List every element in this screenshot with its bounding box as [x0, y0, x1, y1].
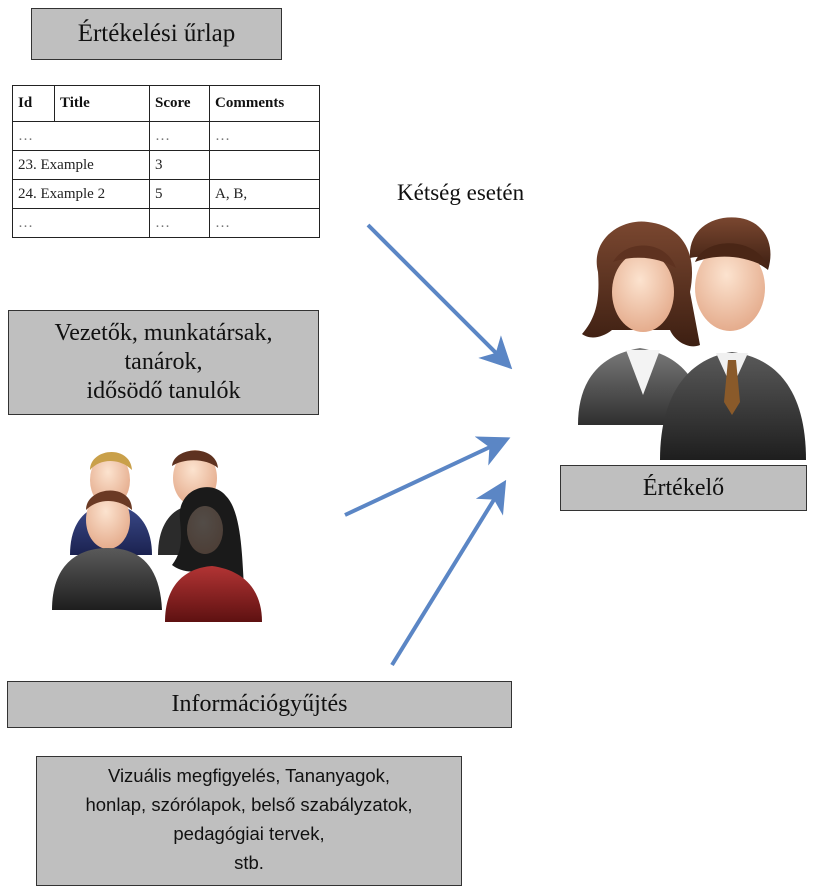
arrow-from-roles: [344, 436, 511, 517]
arrow-from-table: [366, 223, 513, 370]
evaluator-label: Értékelő: [642, 475, 725, 501]
info-gathering-box: Információgyűjtés: [7, 681, 512, 728]
form-title: Értékelési űrlap: [77, 20, 236, 47]
cell-id-title: 23. Example: [12, 150, 150, 180]
header-id: Id: [12, 85, 55, 122]
table-row: 24. Example 2 5 A, B,: [12, 179, 320, 209]
cell-comments: A, B,: [209, 179, 320, 209]
table-header-row: Id Title Score Comments: [12, 85, 320, 122]
sources-line: Vizuális megfigyelés, Tananyagok,: [107, 765, 391, 786]
sources-line: pedagógiai tervek,: [173, 823, 325, 844]
arrow-from-info: [390, 479, 507, 667]
roles-box: Vezetők, munkatársak, tanárok, idősödő t…: [8, 310, 319, 415]
cell-id-title: 24. Example 2: [12, 179, 150, 209]
table-row: … … …: [12, 121, 320, 151]
evaluator-pair-icon: [578, 217, 806, 460]
cell-comments: …: [209, 208, 320, 238]
roles-line: Vezetők, munkatársak,: [54, 320, 273, 346]
roles-line: tanárok,: [124, 349, 203, 375]
arrows: [344, 223, 513, 667]
table-row: 23. Example 3: [12, 150, 320, 180]
info-gathering-label: Információgyűjtés: [171, 691, 348, 717]
sources-line: stb.: [234, 852, 264, 873]
header-score: Score: [149, 85, 210, 122]
sources-line: honlap, szórólapok, belső szabályzatok,: [85, 794, 413, 815]
evaluation-table: Id Title Score Comments … … … 23. Exampl…: [12, 85, 320, 238]
cell-id-title: …: [12, 208, 150, 238]
doubt-label: Kétség esetén: [397, 180, 525, 205]
sources-box: Vizuális megfigyelés, Tananyagok, honlap…: [36, 756, 462, 886]
cell-comments: …: [209, 121, 320, 151]
evaluator-box: Értékelő: [560, 465, 807, 511]
group-of-people-icon: [52, 450, 262, 622]
table-row: … … …: [12, 208, 320, 238]
roles-line: idősödő tanulók: [86, 378, 241, 404]
cell-comments: [209, 150, 320, 180]
form-title-box: Értékelési űrlap: [31, 8, 282, 60]
